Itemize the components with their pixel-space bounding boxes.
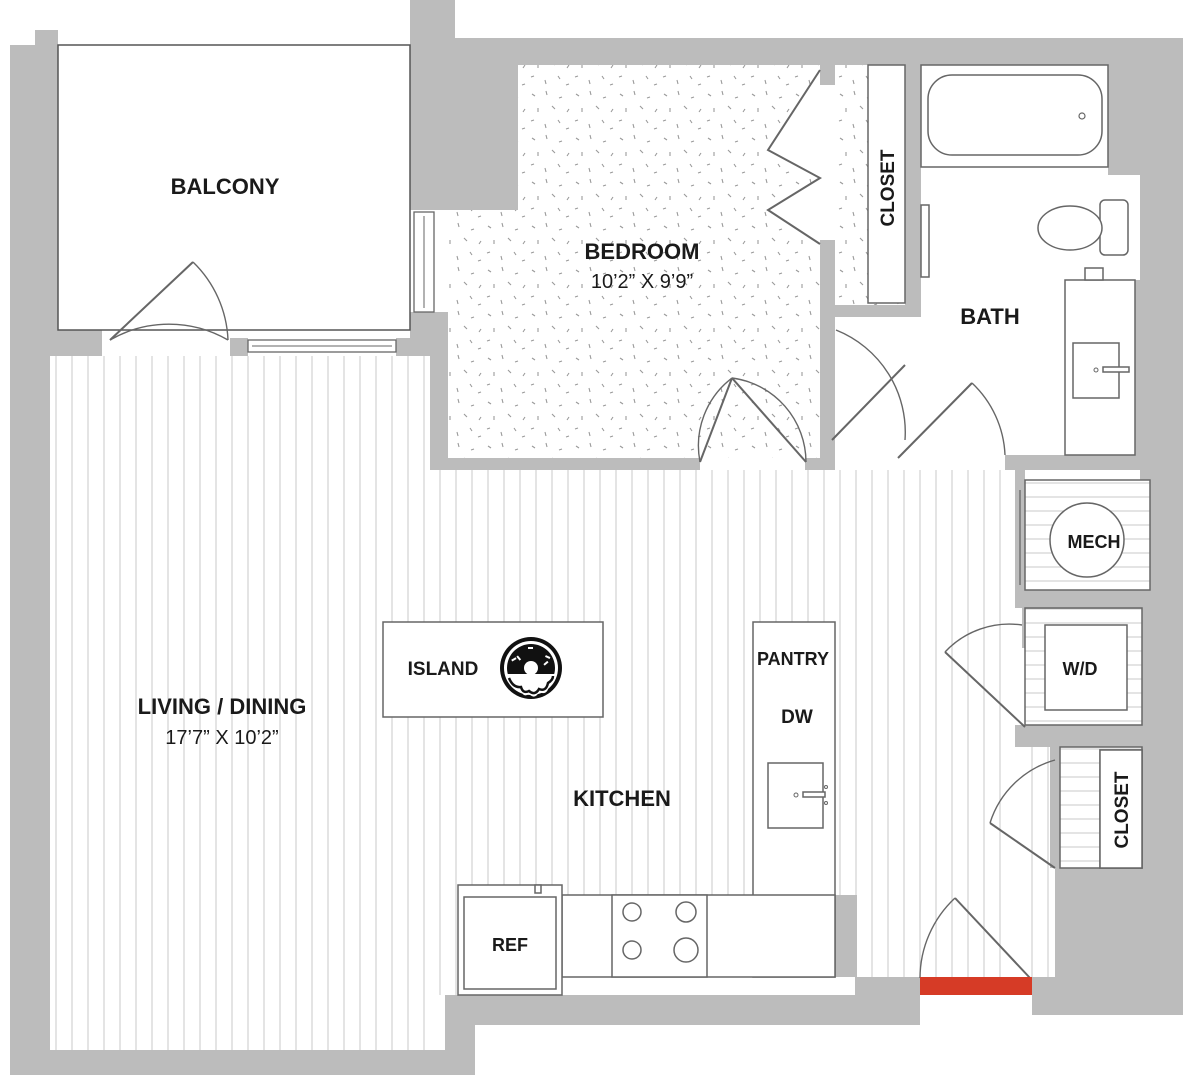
range [611, 894, 708, 978]
kitchen-label: KITCHEN [573, 786, 671, 811]
mech-label: MECH [1068, 532, 1121, 552]
hall-closet-label: CLOSET [1112, 771, 1133, 848]
kitchen-sink [767, 762, 828, 829]
living-dining-label: LIVING / DINING [138, 694, 307, 719]
refrigerator [457, 884, 563, 996]
utility-fixtures [1044, 502, 1143, 869]
pantry-label: PANTRY [757, 649, 829, 669]
island-label: ISLAND [408, 659, 479, 680]
vanity [1064, 267, 1136, 456]
bath-fixtures [920, 64, 1136, 456]
toilet [1037, 199, 1129, 256]
windows [247, 211, 435, 353]
living-dining-dimensions: 17’7” X 10’2” [165, 727, 278, 749]
entry-marker [920, 977, 1032, 995]
refrigerator-label: REF [492, 935, 528, 955]
donut-icon [500, 637, 562, 699]
water-heater [1049, 502, 1125, 578]
dishwasher-label: DW [781, 707, 813, 728]
island [382, 621, 604, 718]
wd-label: W/D [1063, 659, 1098, 679]
bedroom-dimensions: 10’2” X 9’9” [591, 271, 693, 293]
bedroom-label: BEDROOM [585, 239, 700, 264]
bedroom-closet-label: CLOSET [878, 149, 899, 226]
balcony-label: BALCONY [171, 174, 280, 199]
doors [109, 69, 1056, 979]
bath-label: BATH [960, 304, 1019, 329]
kitchen-fixtures [382, 621, 836, 996]
balcony-floor [57, 44, 411, 331]
living-floor [50, 356, 430, 1050]
room-labels: BALCONY BEDROOM 10’2” X 9’9” CLOSET BATH… [138, 149, 1133, 955]
washer-dryer [1044, 624, 1128, 711]
